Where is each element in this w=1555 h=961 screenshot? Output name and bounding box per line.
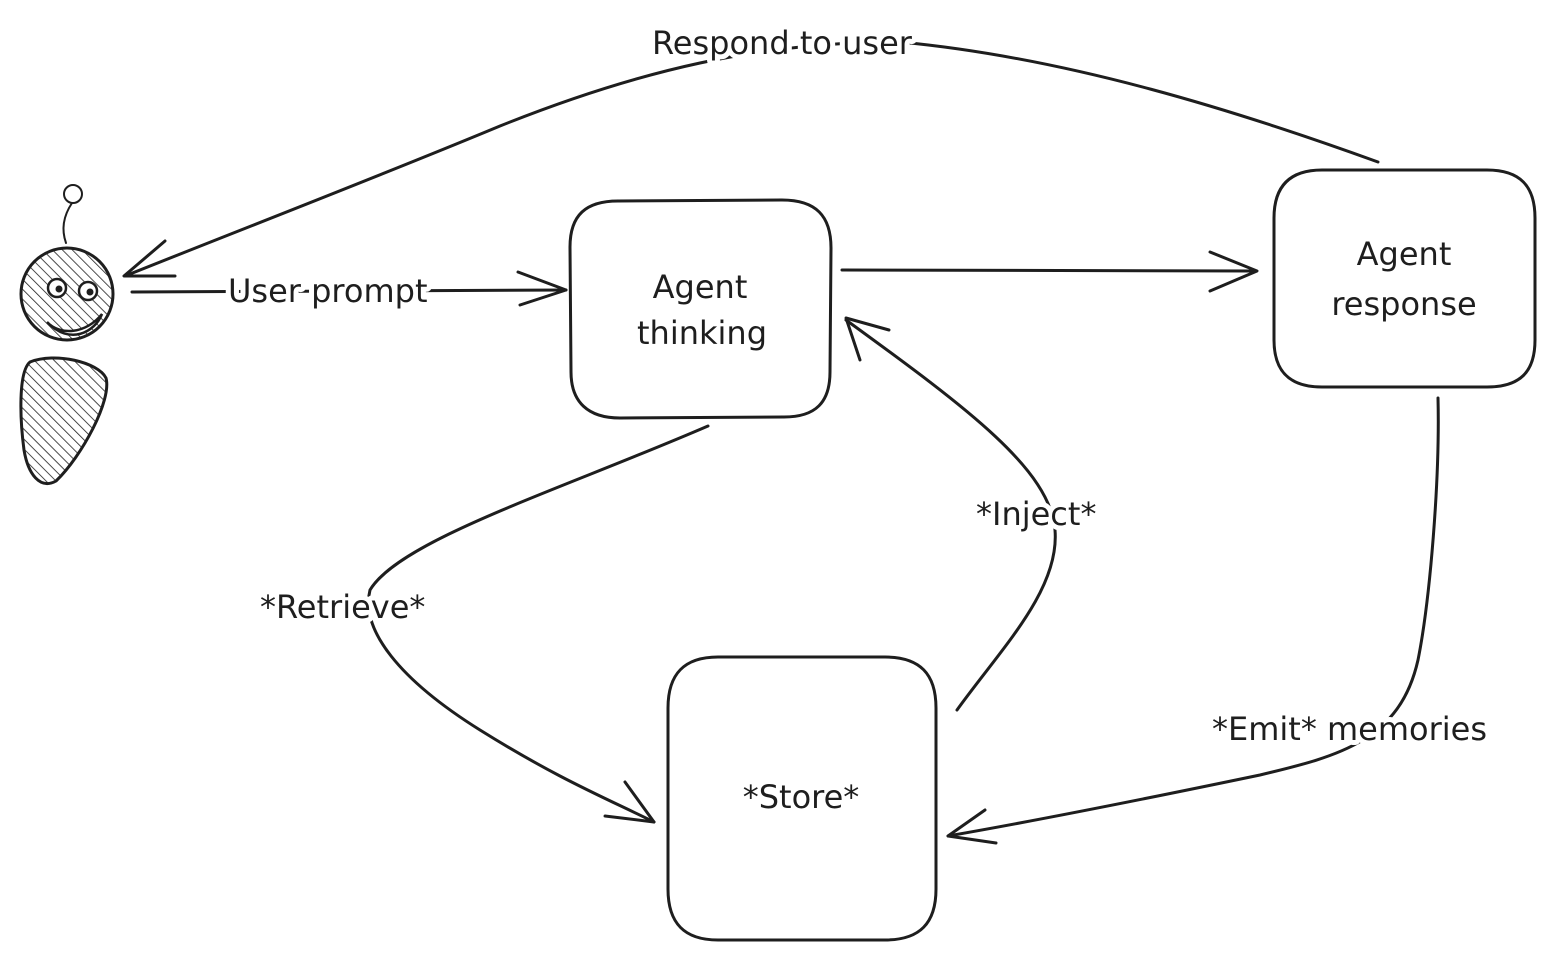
retrieve-label: *Retrieve* xyxy=(260,588,425,626)
store-label: *Store* xyxy=(743,778,860,816)
respond-to-user-label: Respond to user xyxy=(652,24,913,62)
agent-response-node: Agent response xyxy=(1272,168,1537,389)
agent-thinking-node: Agent thinking xyxy=(568,198,833,420)
emit-memories-label: *Emit* memories xyxy=(1212,710,1487,748)
agent-thinking-label-line2: thinking xyxy=(637,314,767,352)
agent-response-label-line2: response xyxy=(1331,285,1476,323)
respond-to-user-arrow xyxy=(122,40,1380,278)
inject-arrow xyxy=(844,316,1057,712)
thinking-to-response-arrow xyxy=(840,250,1259,293)
user-prompt-label: User prompt xyxy=(228,272,427,310)
inject-label: *Inject* xyxy=(976,495,1096,533)
user-prompt-arrow xyxy=(130,270,568,307)
agent-thinking-label-line1: Agent xyxy=(653,268,748,306)
agent-response-label-line1: Agent xyxy=(1357,235,1452,273)
user-icon xyxy=(19,184,115,485)
emit-memories-arrow xyxy=(946,396,1440,845)
store-node: *Store* xyxy=(666,655,938,942)
retrieve-arrow xyxy=(367,424,710,824)
